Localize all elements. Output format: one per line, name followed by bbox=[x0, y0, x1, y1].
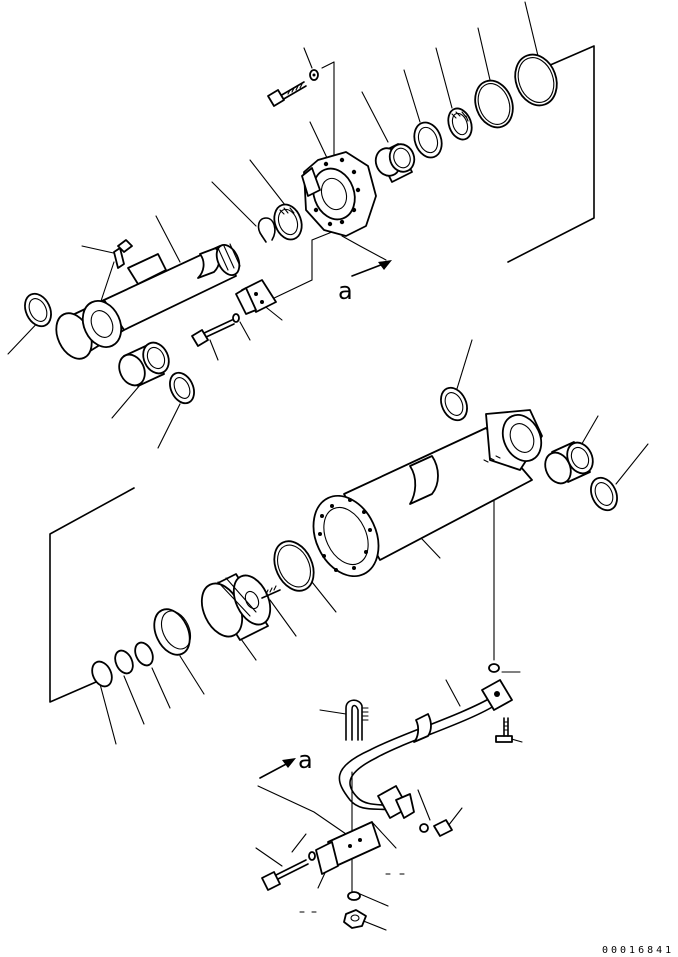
leader-lines-upper bbox=[7, 1, 539, 449]
snap-ring-icon bbox=[257, 217, 276, 243]
bracket-line-bottom bbox=[49, 487, 135, 703]
clamp-bracket-icon bbox=[235, 279, 277, 315]
cylinder-head-icon bbox=[301, 151, 377, 237]
u-bolt-icon bbox=[345, 699, 369, 741]
lower-clamp-icon bbox=[315, 821, 381, 875]
buffer-ring-icon bbox=[413, 121, 443, 159]
head-washer-icon bbox=[309, 69, 319, 81]
view-label-top: a bbox=[338, 277, 353, 305]
rod-end-seal-icon bbox=[24, 292, 52, 328]
grease-fitting-icon bbox=[113, 239, 133, 269]
plug-icon bbox=[488, 663, 500, 673]
lower-clamp-bolt-icon bbox=[261, 851, 316, 891]
head-bolt-icon bbox=[267, 81, 307, 107]
clamp-bolt-icon bbox=[191, 313, 240, 347]
piston-rod-icon bbox=[103, 243, 241, 331]
backup-ring-icon bbox=[474, 79, 514, 129]
lower-nut-icon bbox=[343, 909, 367, 929]
set-screw-icon bbox=[261, 585, 281, 599]
rod-end-seal-lower-icon bbox=[169, 371, 195, 405]
piston-ring-2-icon bbox=[114, 649, 134, 675]
piston-ring-3-icon bbox=[91, 660, 113, 688]
small-marks bbox=[299, 873, 405, 913]
rod-packing-icon bbox=[447, 107, 473, 141]
rod-eye-icon bbox=[55, 299, 125, 360]
dust-seal-icon bbox=[273, 203, 303, 241]
bracket-line-top bbox=[507, 45, 595, 263]
cylinder-tube-icon bbox=[312, 409, 543, 578]
piston-ring-1-icon bbox=[134, 641, 154, 667]
tube-end-seal-right-icon bbox=[590, 476, 618, 512]
tube-o-ring-icon bbox=[273, 540, 315, 592]
piston-icon bbox=[200, 573, 272, 641]
view-arrow-top bbox=[351, 260, 392, 277]
bushing-icon bbox=[374, 143, 416, 183]
document-number: 00016841 bbox=[602, 945, 675, 956]
pipe-clamp-bolt-icon bbox=[419, 819, 453, 837]
tube-end-seal-icon bbox=[440, 386, 468, 422]
lower-washer-icon bbox=[347, 891, 361, 901]
rod-end-bushing-icon bbox=[118, 341, 170, 387]
tube-end-bushing-icon bbox=[544, 441, 594, 485]
view-label-bottom: a bbox=[298, 746, 313, 774]
hydraulic-pipe-icon bbox=[338, 679, 513, 819]
pipe-flange-bolt-icon bbox=[495, 717, 513, 743]
view-arrow-bottom bbox=[259, 758, 296, 779]
wear-ring-icon bbox=[153, 608, 192, 656]
o-ring-large-icon bbox=[514, 53, 558, 107]
